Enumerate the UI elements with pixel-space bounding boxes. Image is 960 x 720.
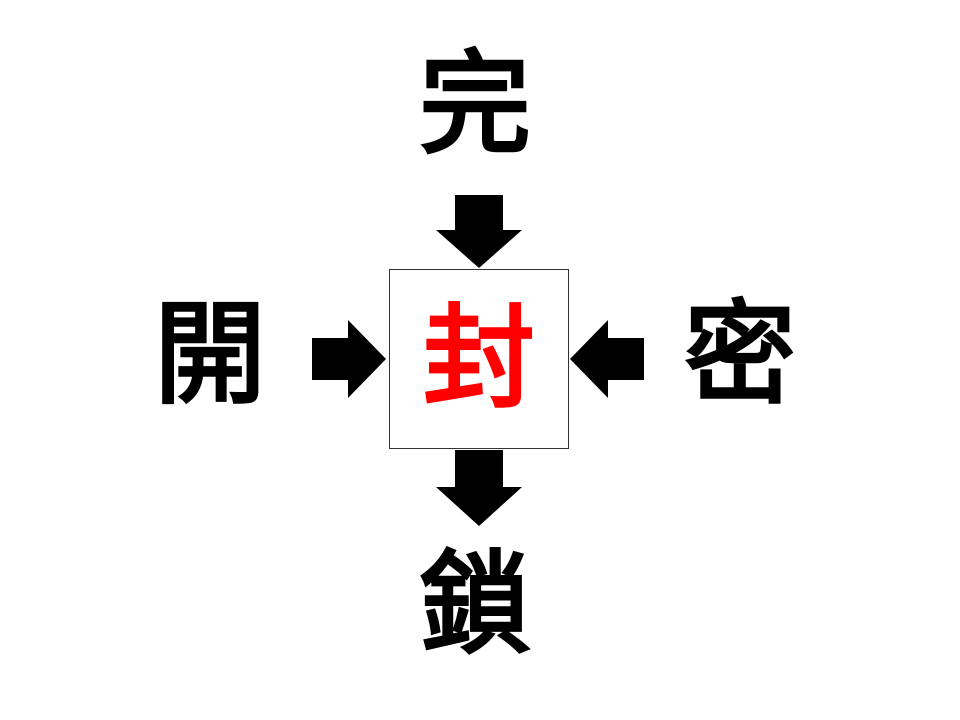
arrow-left-right-icon [570, 320, 644, 398]
answer-box: 封 [389, 269, 569, 449]
left-kanji: 開 [154, 290, 266, 420]
arrow-right-left-icon [312, 320, 386, 398]
top-kanji: 完 [419, 40, 531, 170]
bottom-kanji: 鎖 [419, 540, 531, 670]
arrow-down-bottom-icon [436, 450, 522, 526]
answer-kanji: 封 [423, 294, 535, 424]
right-kanji: 密 [684, 290, 796, 420]
arrow-down-top-icon [436, 195, 522, 268]
